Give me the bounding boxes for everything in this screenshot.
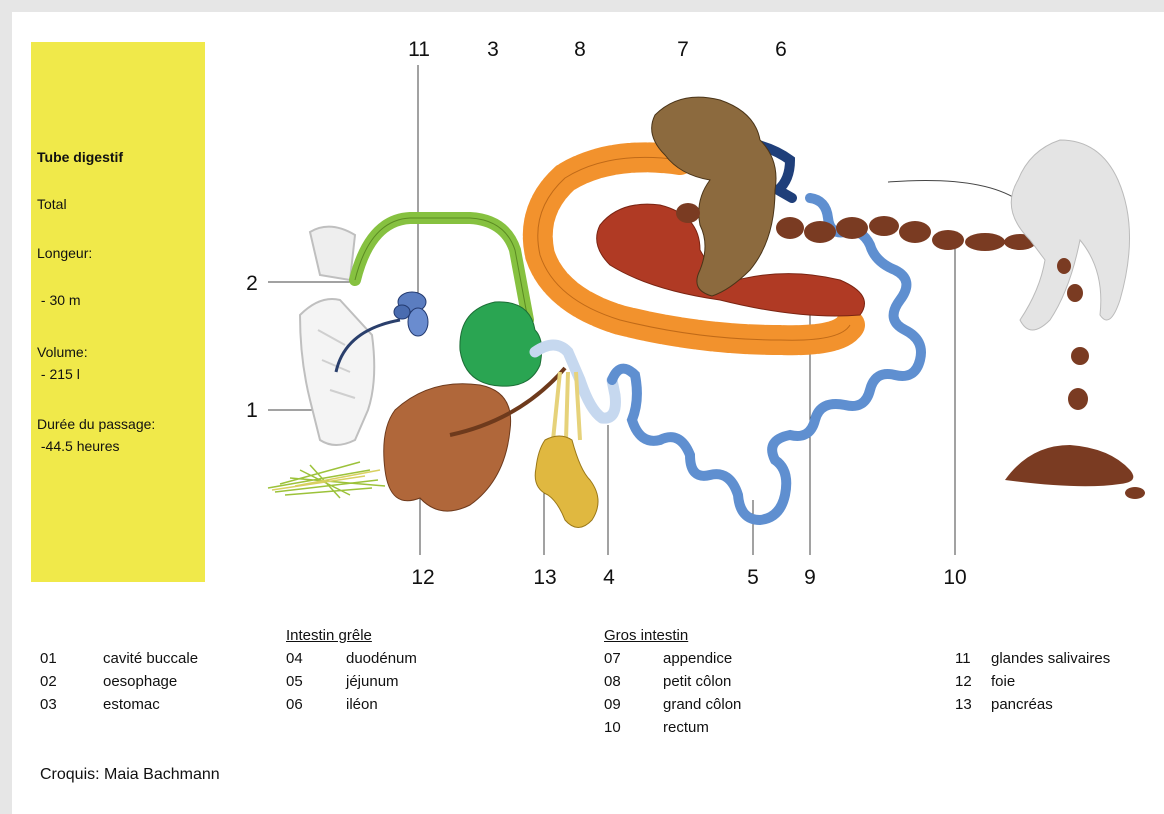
legend-name: oesophage (103, 673, 177, 690)
stomach-shape (460, 302, 542, 386)
legend-name: foie (991, 673, 1015, 690)
legend-name: glandes salivaires (991, 650, 1110, 667)
label-13: 13 (533, 566, 556, 590)
legend-name: petit côlon (663, 673, 731, 690)
legend-heading-large-intestine: Gros intestin (604, 627, 688, 644)
label-5: 5 (747, 566, 759, 590)
legend-code: 05 (286, 673, 303, 690)
legend-name: grand côlon (663, 696, 741, 713)
credit-text: Croquis: Maia Bachmann (40, 766, 220, 784)
label-1: 1 (246, 399, 258, 423)
hay-icon (268, 462, 385, 498)
label-12: 12 (411, 566, 434, 590)
tail-sketch (1011, 140, 1129, 330)
legend-code: 09 (604, 696, 621, 713)
dung-icon (1005, 258, 1145, 499)
salivary-gland-shape (394, 292, 428, 336)
legend-heading-small-intestine: Intestin grêle (286, 627, 372, 644)
legend-name: estomac (103, 696, 160, 713)
label-9: 9 (804, 566, 816, 590)
legend-name: duodénum (346, 650, 417, 667)
legend-code: 08 (604, 673, 621, 690)
legend-code: 11 (955, 650, 971, 667)
legend-name: rectum (663, 719, 709, 736)
legend-code: 04 (286, 650, 303, 667)
legend-name: cavité buccale (103, 650, 198, 667)
label-2: 2 (246, 272, 258, 296)
label-10: 10 (943, 566, 966, 590)
label-3: 3 (487, 38, 499, 62)
legend-code: 02 (40, 673, 57, 690)
legend-name: appendice (663, 650, 732, 667)
legend-code: 13 (955, 696, 972, 713)
legend-code: 07 (604, 650, 621, 667)
legend-code: 06 (286, 696, 303, 713)
legend-name: jéjunum (346, 673, 399, 690)
legend-code: 12 (955, 673, 972, 690)
label-4: 4 (603, 566, 615, 590)
legend-name: pancréas (991, 696, 1053, 713)
label-6: 6 (775, 38, 787, 62)
label-11: 11 (408, 38, 430, 62)
label-8: 8 (574, 38, 586, 62)
legend-code: 03 (40, 696, 57, 713)
legend-code: 01 (40, 650, 57, 667)
label-7: 7 (677, 38, 689, 62)
liver-shape (384, 384, 511, 511)
legend-code: 10 (604, 719, 621, 736)
legend-name: iléon (346, 696, 378, 713)
